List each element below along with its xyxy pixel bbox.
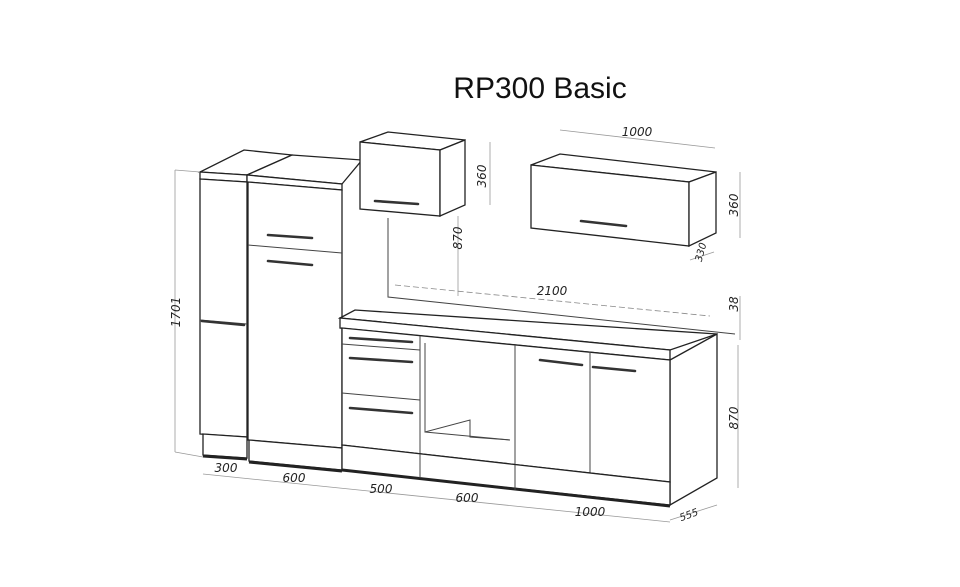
dim-wall-large-width: 1000 xyxy=(622,125,653,139)
tall-cabinet-600 xyxy=(244,154,364,473)
dim-counter-width: 2100 xyxy=(537,284,568,298)
wall-cabinet-large xyxy=(530,153,717,248)
dim-total-height: 1701 xyxy=(169,297,183,328)
drawing-title: RP300 Basic xyxy=(453,72,626,105)
dimension-lines xyxy=(174,129,741,523)
dim-counter-thickness: 38 xyxy=(727,296,741,312)
tall-cabinet-300 xyxy=(197,149,295,461)
dim-base-height: 870 xyxy=(727,406,741,429)
dim-width-5: 1000 xyxy=(575,505,606,519)
dim-base-depth: 555 xyxy=(678,507,700,524)
dim-width-2: 600 xyxy=(283,471,306,485)
dim-wall-large-height: 360 xyxy=(727,193,741,216)
wall-cabinet-small xyxy=(359,131,466,217)
dim-wall-small-height: 360 xyxy=(475,164,489,187)
dim-wall-gap: 870 xyxy=(451,226,465,249)
dim-wall-depth: 330 xyxy=(694,242,710,263)
base-cabinets xyxy=(337,309,718,508)
back-wall-outline xyxy=(387,218,736,335)
dim-width-3: 500 xyxy=(370,482,393,496)
dim-width-4: 600 xyxy=(456,491,479,505)
dim-width-1: 300 xyxy=(215,461,238,475)
